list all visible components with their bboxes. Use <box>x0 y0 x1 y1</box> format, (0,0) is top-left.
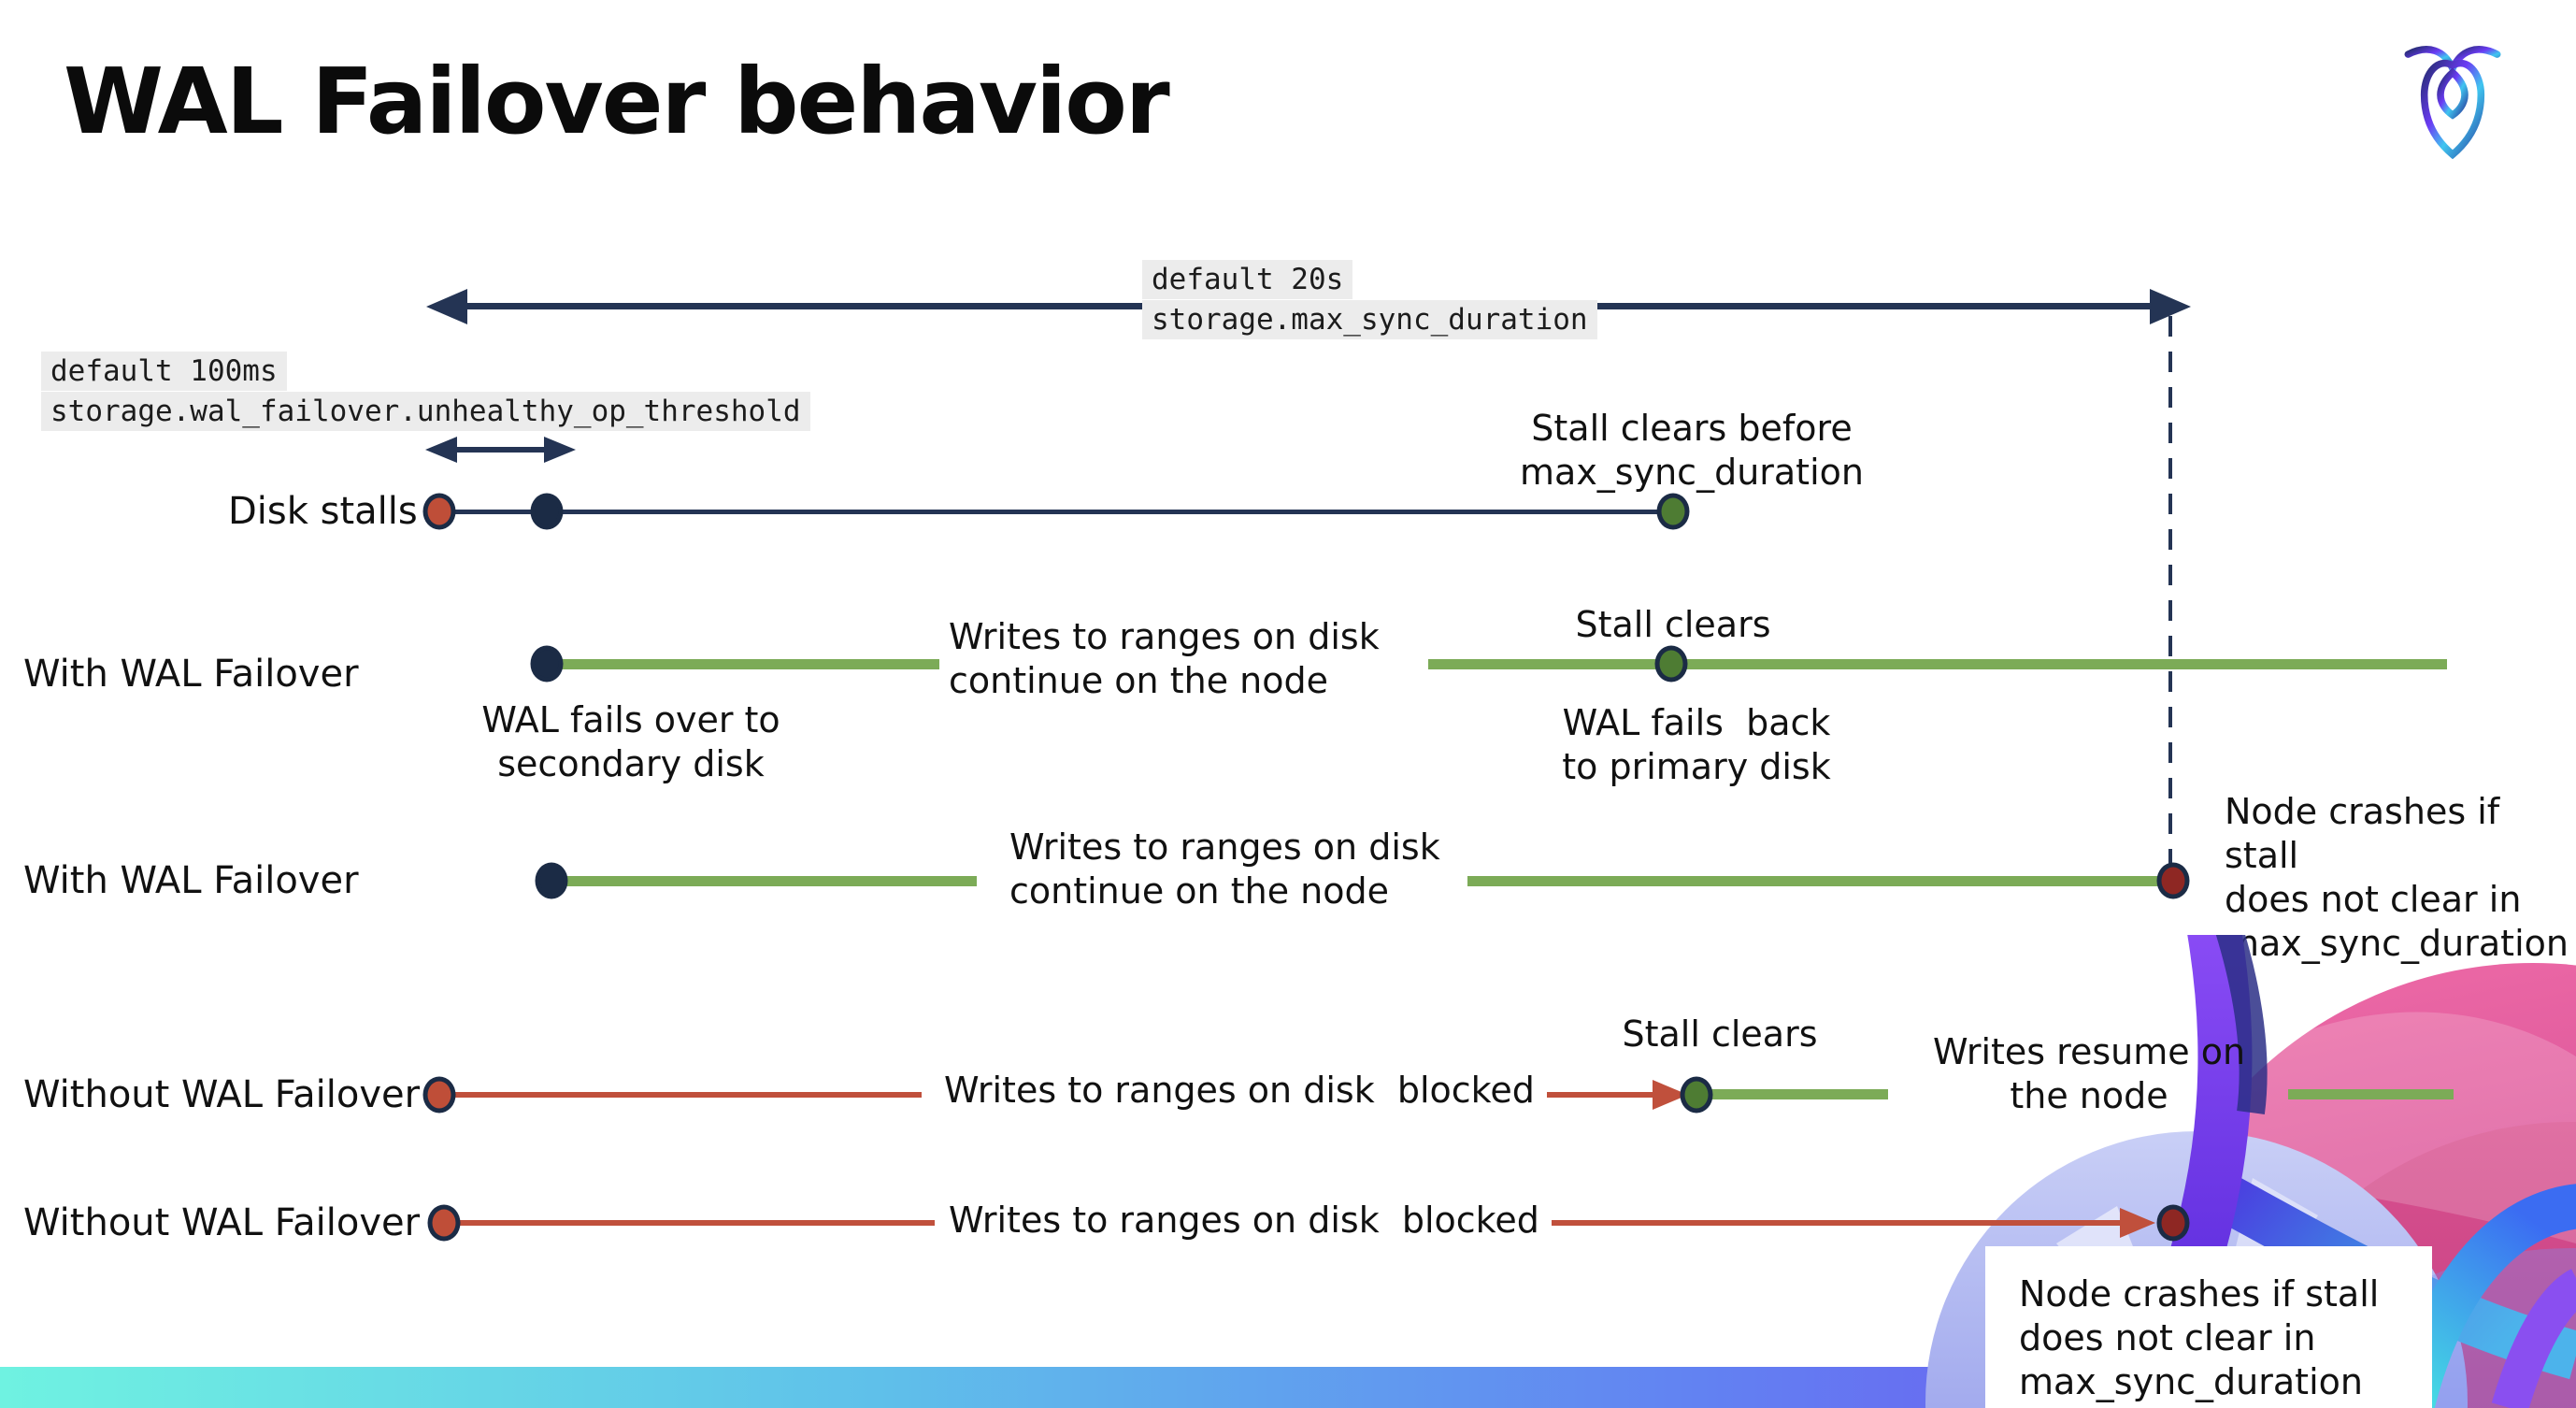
stall-start-dot <box>422 1076 456 1113</box>
arrowhead-right-icon <box>544 437 576 463</box>
stall-start-dot <box>422 493 456 530</box>
page-title: WAL Failover behavior <box>64 49 1170 154</box>
arrowhead-right-icon <box>2120 1208 2155 1238</box>
row-label: Disk stalls <box>228 490 418 533</box>
failover-threshold-dot <box>530 493 564 530</box>
row-label: Without WAL Failover <box>23 1073 421 1116</box>
node-crash-label-box: Node crashes if stall does not clear in … <box>1985 1246 2432 1408</box>
writes-continue-note: Writes to ranges on disk continue on the… <box>949 616 1380 701</box>
writes-continue-note: Writes to ranges on disk continue on the… <box>1009 826 1440 912</box>
arrowhead-left-icon <box>426 289 467 324</box>
failover-dot <box>535 862 568 899</box>
stall-clear-dot <box>1654 645 1688 682</box>
unhealthy-op-default-label: default 100ms <box>41 352 287 391</box>
row-label: With WAL Failover <box>23 653 359 696</box>
stall-clear-dot <box>1680 1076 1713 1113</box>
crash-dot <box>2156 862 2190 899</box>
stall-clears-note: Stall clears <box>1622 1013 1818 1055</box>
failover-dot <box>530 645 564 682</box>
writes-resume-note: Writes resume on the node <box>1932 1031 2246 1116</box>
stall-clear-dot <box>1656 493 1690 530</box>
dashed-timeout-line <box>2168 316 2172 868</box>
crash-dot <box>2156 1204 2190 1242</box>
writes-blocked-note: Writes to ranges on disk blocked <box>949 1200 1539 1241</box>
max-sync-default-label: default 20s <box>1142 260 1353 299</box>
node-crash-note: Node crashes if stall does not clear in … <box>2019 1273 2380 1402</box>
stall-start-dot <box>427 1204 461 1242</box>
writes-blocked-note: Writes to ranges on disk blocked <box>944 1070 1535 1111</box>
row-label: Without WAL Failover <box>23 1201 421 1244</box>
node-crash-note: Node crashes if stall does not clear in … <box>2225 791 2569 964</box>
row-label: With WAL Failover <box>23 859 359 902</box>
unhealthy-op-setting-label: storage.wal_failover.unhealthy_op_thresh… <box>41 392 810 431</box>
cockroachdb-logo-icon <box>2404 46 2501 160</box>
arrowhead-left-icon <box>425 437 457 463</box>
failback-note: WAL fails back to primary disk <box>1562 702 1831 787</box>
stall-clears-before-note: Stall clears before max_sync_duration <box>1520 408 1864 493</box>
failover-note: WAL fails over to secondary disk <box>481 699 780 784</box>
stall-clears-note: Stall clears <box>1575 604 1771 645</box>
max-sync-setting-label: storage.max_sync_duration <box>1142 300 1597 339</box>
